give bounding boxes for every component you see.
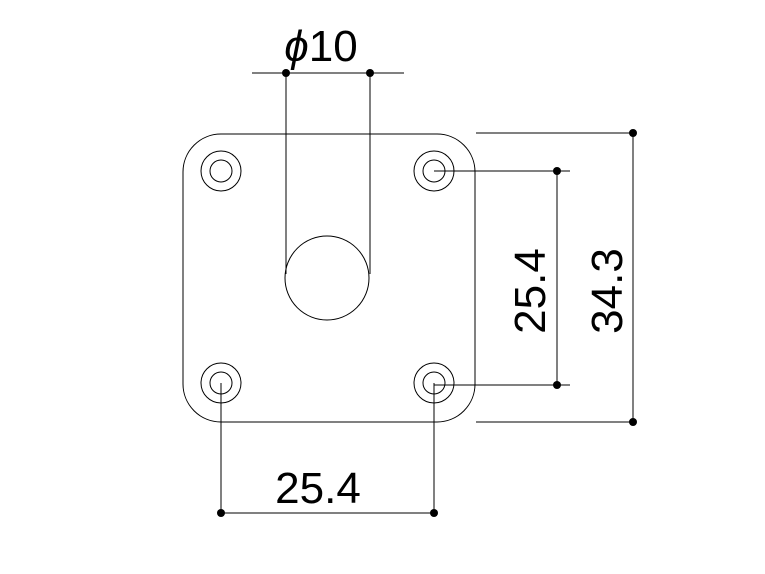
- diameter-dimension: ϕ10: [252, 22, 404, 274]
- plate-height-label: 34.3: [583, 248, 632, 334]
- vertical-spacing-label: 25.4: [506, 248, 555, 334]
- mounting-hole-top-left: [200, 150, 242, 192]
- horizontal-spacing-dimension: 25.4: [217, 383, 438, 517]
- vertical-spacing-dimension: 25.4: [434, 167, 570, 389]
- plate-height-dimension: 34.3: [476, 129, 637, 426]
- diameter-symbol: ϕ: [284, 22, 308, 71]
- diameter-value: 10: [309, 22, 358, 71]
- horizontal-spacing-label: 25.4: [275, 464, 361, 513]
- jack-hole: [284, 235, 370, 321]
- svg-text:ϕ10: ϕ10: [284, 22, 357, 71]
- plate-outline: [182, 133, 476, 423]
